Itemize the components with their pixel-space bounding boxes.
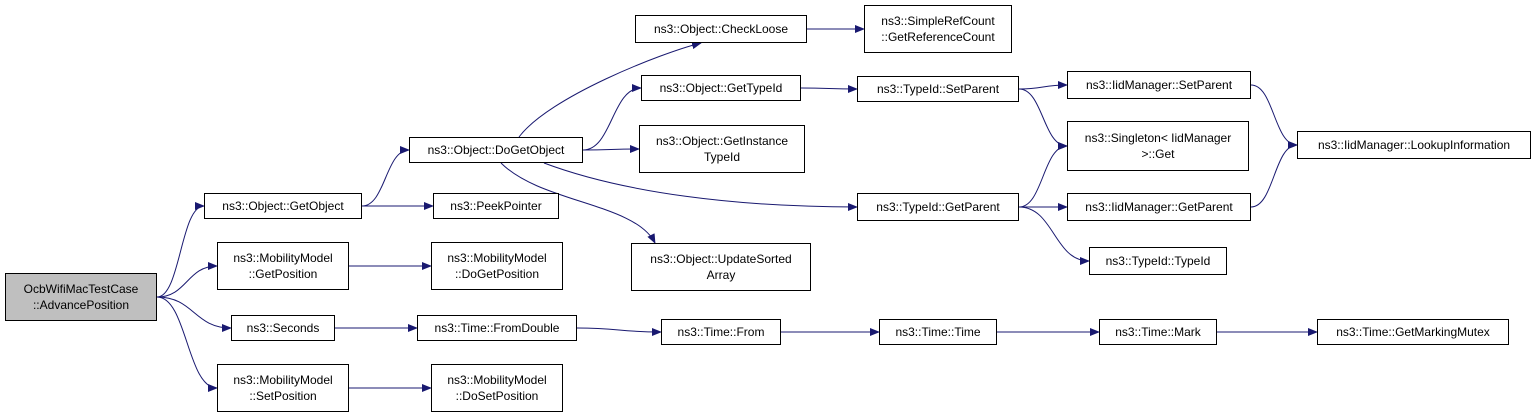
- node-label-line: ns3::MobilityModel: [447, 251, 547, 265]
- edge-root-to-seconds: [156, 296, 232, 332]
- node-label-line: ns3::Object::DoGetObject: [427, 143, 565, 157]
- node-mobilitymodel-setposition[interactable]: ns3::MobilityModel ::SetPosition: [217, 364, 349, 412]
- node-object-getinstancetypeid[interactable]: ns3::Object::GetInstance TypeId: [639, 125, 805, 173]
- node-label-line: ns3::MobilityModel: [233, 251, 333, 265]
- node-iidmanager-lookupinformation[interactable]: ns3::IidManager::LookupInformation: [1297, 131, 1531, 159]
- node-label-line: ns3::MobilityModel: [233, 373, 333, 387]
- node-label-line: ns3::IidManager::GetParent: [1085, 200, 1233, 214]
- node-label-line: ns3::Time::Time: [895, 325, 981, 339]
- edge-typeid_getparent-to-typeid_typeid: [1018, 206, 1090, 265]
- node-label-line: ns3::Object::GetObject: [222, 199, 344, 213]
- node-iidmanager-getparent[interactable]: ns3::IidManager::GetParent: [1067, 193, 1251, 221]
- node-label-line: ns3::TypeId::SetParent: [876, 82, 1000, 96]
- node-object-updatesortedarray[interactable]: ns3::Object::UpdateSorted Array: [631, 243, 811, 291]
- node-label-line: ns3::IidManager::SetParent: [1085, 78, 1233, 92]
- node-mobilitymodel-dogetposition[interactable]: ns3::MobilityModel ::DoGetPosition: [431, 242, 563, 290]
- node-time-from[interactable]: ns3::Time::From: [661, 319, 781, 345]
- node-label-line: ns3::Object::GetTypeId: [659, 81, 783, 95]
- node-label-line: ns3::Object::CheckLoose: [653, 22, 789, 36]
- node-typeid-getparent[interactable]: ns3::TypeId::GetParent: [857, 193, 1019, 221]
- edge-typeid_getparent-to-singleton: [1018, 142, 1068, 208]
- node-typeid-setparent[interactable]: ns3::TypeId::SetParent: [857, 76, 1019, 102]
- node-label-line: OcbWifiMacTestCase: [23, 282, 139, 296]
- node-time-getmarkingmutex[interactable]: ns3::Time::GetMarkingMutex: [1317, 319, 1509, 345]
- edge-dogetobject-to-updatesorted: [500, 162, 656, 244]
- node-object-dogetobject[interactable]: ns3::Object::DoGetObject: [409, 137, 583, 163]
- node-iidmanager-setparent[interactable]: ns3::IidManager::SetParent: [1067, 71, 1251, 99]
- node-label-line: ns3::Time::From: [677, 325, 765, 339]
- node-time-time[interactable]: ns3::Time::Time: [879, 319, 997, 345]
- node-label-line: ns3::IidManager::LookupInformation: [1317, 138, 1511, 152]
- node-label-line: ns3::Time::FromDouble: [434, 321, 560, 335]
- node-label-line: ns3::Object::GetInstance: [655, 134, 789, 148]
- node-label-line: ns3::Singleton< IidManager: [1084, 131, 1232, 145]
- node-seconds[interactable]: ns3::Seconds: [231, 315, 335, 341]
- node-label-line: ns3::Time::GetMarkingMutex: [1336, 325, 1490, 339]
- node-label-line: ns3::TypeId::TypeId: [1105, 254, 1211, 268]
- node-label-line: ::GetPosition: [248, 267, 318, 281]
- edge-dogetobject-to-typeid_getparent: [543, 162, 858, 211]
- node-object-getobject[interactable]: ns3::Object::GetObject: [204, 193, 362, 219]
- edge-gettypeid-to-typeid_setparent: [800, 84, 858, 93]
- node-label-line: ns3::TypeId::GetParent: [876, 200, 1000, 214]
- edge-iid_getparent-to-iid_lookup: [1250, 141, 1298, 208]
- edge-dogetobject-to-checkloose: [518, 41, 702, 138]
- edge-typeid_setparent-to-singleton: [1018, 88, 1068, 150]
- edge-fromdouble-to-from: [576, 327, 662, 336]
- node-typeid-typeid[interactable]: ns3::TypeId::TypeId: [1089, 247, 1227, 275]
- node-label-line: ns3::PeekPointer: [450, 199, 542, 213]
- node-label-line: Array: [706, 268, 736, 282]
- node-peekpointer[interactable]: ns3::PeekPointer: [433, 193, 559, 219]
- node-label-line: ::GetReferenceCount: [881, 30, 995, 44]
- edge-root-to-mm_getpos: [156, 262, 218, 298]
- node-object-checkloose[interactable]: ns3::Object::CheckLoose: [635, 15, 807, 43]
- edge-dogetobject-to-gettypeid: [582, 84, 642, 151]
- edge-iid_setparent-to-iid_lookup: [1250, 84, 1298, 149]
- edge-root-to-getobject: [156, 202, 205, 298]
- node-time-mark[interactable]: ns3::Time::Mark: [1099, 319, 1217, 345]
- node-simplerefcount-getreferencecount[interactable]: ns3::SimpleRefCount ::GetReferenceCount: [864, 5, 1012, 53]
- node-label-line: ns3::Time::Mark: [1115, 325, 1201, 339]
- edge-dogetobject-to-getinstancetypeid: [582, 145, 640, 154]
- node-label-line: ns3::Seconds: [246, 321, 320, 335]
- node-time-fromdouble[interactable]: ns3::Time::FromDouble: [417, 315, 577, 341]
- node-label-line: ns3::MobilityModel: [447, 373, 547, 387]
- node-label-line: >::Get: [1141, 147, 1175, 161]
- node-singleton-iidmanager-get[interactable]: ns3::Singleton< IidManager >::Get: [1067, 121, 1249, 171]
- node-mobilitymodel-getposition[interactable]: ns3::MobilityModel ::GetPosition: [217, 242, 349, 290]
- edge-root-to-mm_setpos: [156, 296, 218, 392]
- node-label-line: ns3::SimpleRefCount: [881, 14, 995, 28]
- node-label-line: ::DoSetPosition: [455, 389, 539, 403]
- node-object-gettypeid[interactable]: ns3::Object::GetTypeId: [641, 75, 801, 101]
- edge-getobject-to-dogetobject: [361, 146, 410, 207]
- node-label-line: ::DoGetPosition: [454, 267, 540, 281]
- edge-typeid_setparent-to-iid_setparent: [1018, 81, 1068, 90]
- node-root-advanceposition: OcbWifiMacTestCase ::AdvancePosition: [5, 273, 157, 321]
- node-label-line: ::AdvancePosition: [32, 298, 130, 312]
- node-label-line: ns3::Object::UpdateSorted: [650, 252, 792, 266]
- node-label-line: TypeId: [703, 150, 741, 164]
- node-mobilitymodel-dosetposition[interactable]: ns3::MobilityModel ::DoSetPosition: [431, 364, 563, 412]
- node-label-line: ::SetPosition: [249, 389, 317, 403]
